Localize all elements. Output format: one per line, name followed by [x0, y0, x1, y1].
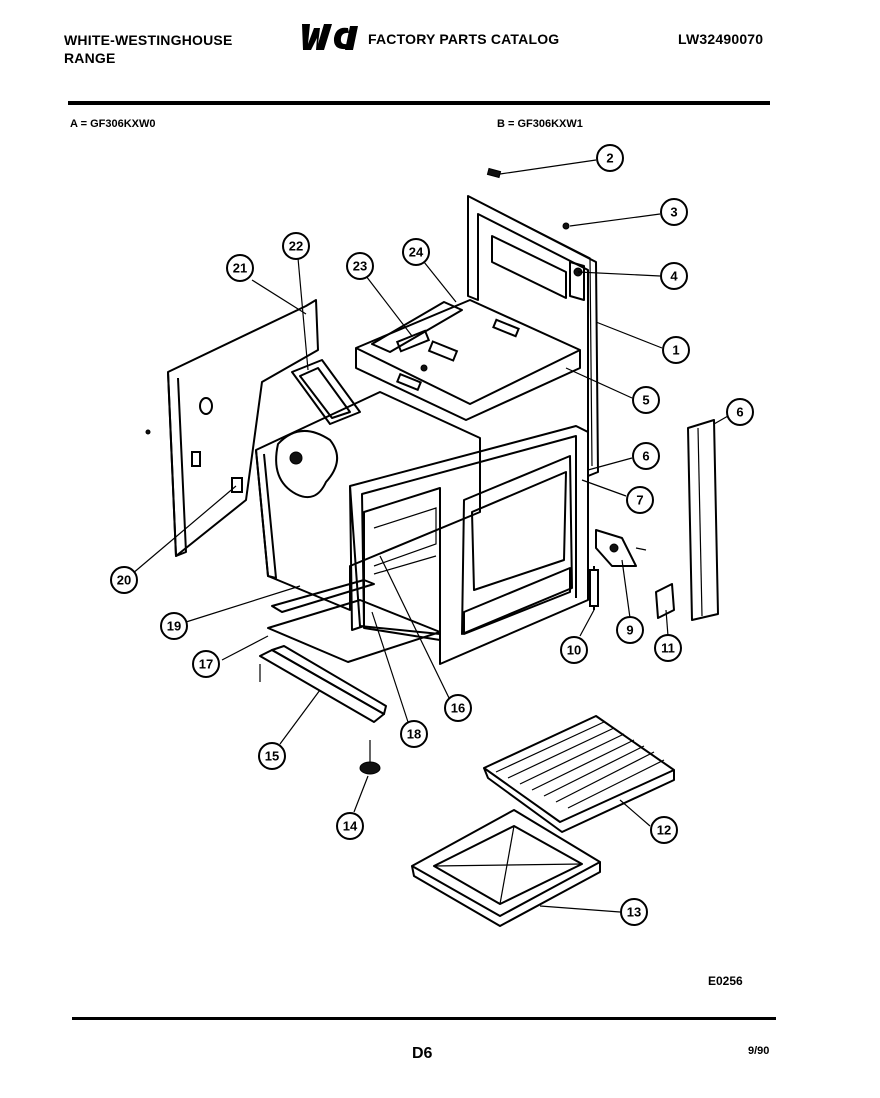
callout-4-label: 4 — [670, 269, 678, 284]
back-panel — [467, 195, 599, 477]
callout-14: 14 — [336, 812, 364, 840]
revision-date: 9/90 — [748, 1045, 770, 1057]
brand-header: WHITE-WESTINGHOUSE RANGE — [64, 31, 232, 67]
callout-23-label: 23 — [353, 259, 367, 274]
wci-logo — [302, 24, 358, 50]
callout-21-label: 21 — [233, 261, 247, 276]
model-a-label: A = GF306KXW0 — [70, 118, 156, 130]
broiler-compartment — [363, 487, 441, 641]
side-trim — [687, 419, 719, 621]
callout-14-label: 14 — [343, 819, 358, 834]
small-hardware — [145, 167, 570, 435]
callout-3-label: 3 — [670, 205, 677, 220]
callout-7: 7 — [626, 486, 654, 514]
callout-1-label: 1 — [672, 343, 679, 358]
callout-9-label: 9 — [626, 623, 633, 638]
product-type: RANGE — [64, 50, 116, 66]
callout-6-trim-label: 6 — [736, 405, 743, 420]
callout-12: 12 — [650, 816, 678, 844]
callout-17: 17 — [192, 650, 220, 678]
callout-1: 1 — [662, 336, 690, 364]
callout-10-label: 10 — [567, 643, 581, 658]
oven-liner — [255, 391, 481, 611]
callout-4: 4 — [660, 262, 688, 290]
callout-9: 9 — [616, 616, 644, 644]
callout-10: 10 — [560, 636, 588, 664]
callout-13-label: 13 — [627, 905, 641, 920]
callout-7-label: 7 — [636, 493, 643, 508]
callout-16: 16 — [444, 694, 472, 722]
callout-19: 19 — [160, 612, 188, 640]
page-number: D6 — [412, 1045, 433, 1062]
callout-22-label: 22 — [289, 239, 303, 254]
callout-20: 20 — [110, 566, 138, 594]
leveling-leg — [359, 740, 381, 775]
door-spring — [589, 566, 599, 610]
callout-11: 11 — [654, 634, 682, 662]
callout-24: 24 — [402, 238, 430, 266]
callout-11-label: 11 — [661, 641, 675, 656]
callout-20-label: 20 — [117, 573, 131, 588]
oven-rack — [483, 715, 675, 833]
door-hinge — [595, 529, 647, 567]
callout-5-label: 5 — [642, 393, 649, 408]
callout-19-label: 19 — [167, 619, 181, 634]
leader-lines — [131, 159, 729, 913]
callout-15-label: 15 — [265, 749, 279, 764]
brand-name: WHITE-WESTINGHOUSE — [64, 32, 233, 48]
front-frame — [349, 425, 589, 665]
callout-2-label: 2 — [606, 151, 613, 166]
callout-3: 3 — [660, 198, 688, 226]
callout-12-label: 12 — [657, 823, 671, 838]
callout-21: 21 — [226, 254, 254, 282]
callout-23: 23 — [346, 252, 374, 280]
header-divider — [68, 101, 770, 105]
callout-6-frame: 6 — [632, 442, 660, 470]
bracket — [291, 359, 361, 425]
callout-24-label: 24 — [409, 245, 424, 260]
footer-divider — [72, 1017, 776, 1020]
callout-22: 22 — [282, 232, 310, 260]
callout-6-frame-label: 6 — [642, 449, 649, 464]
kick-plate — [259, 645, 387, 723]
callout-15: 15 — [258, 742, 286, 770]
cover-plate — [655, 583, 675, 619]
callout-6-trim: 6 — [726, 398, 754, 426]
drawing-reference-code: E0256 — [708, 974, 743, 988]
callout-2: 2 — [596, 144, 624, 172]
wci-logo-mark — [302, 24, 358, 50]
callout-18: 18 — [400, 720, 428, 748]
bottom-panel — [267, 579, 441, 663]
callout-16-label: 16 — [451, 701, 465, 716]
model-b-label: B = GF306KXW1 — [497, 118, 583, 130]
callout-18-label: 18 — [407, 727, 421, 742]
callout-13: 13 — [620, 898, 648, 926]
top-panel — [355, 299, 581, 421]
catalog-title: FACTORY PARTS CATALOG — [368, 31, 560, 47]
catalog-code: LW32490070 — [678, 31, 764, 47]
broiler-pan — [411, 809, 601, 927]
left-side-panel — [167, 299, 319, 557]
callout-5: 5 — [632, 386, 660, 414]
callout-17-label: 17 — [199, 657, 213, 672]
